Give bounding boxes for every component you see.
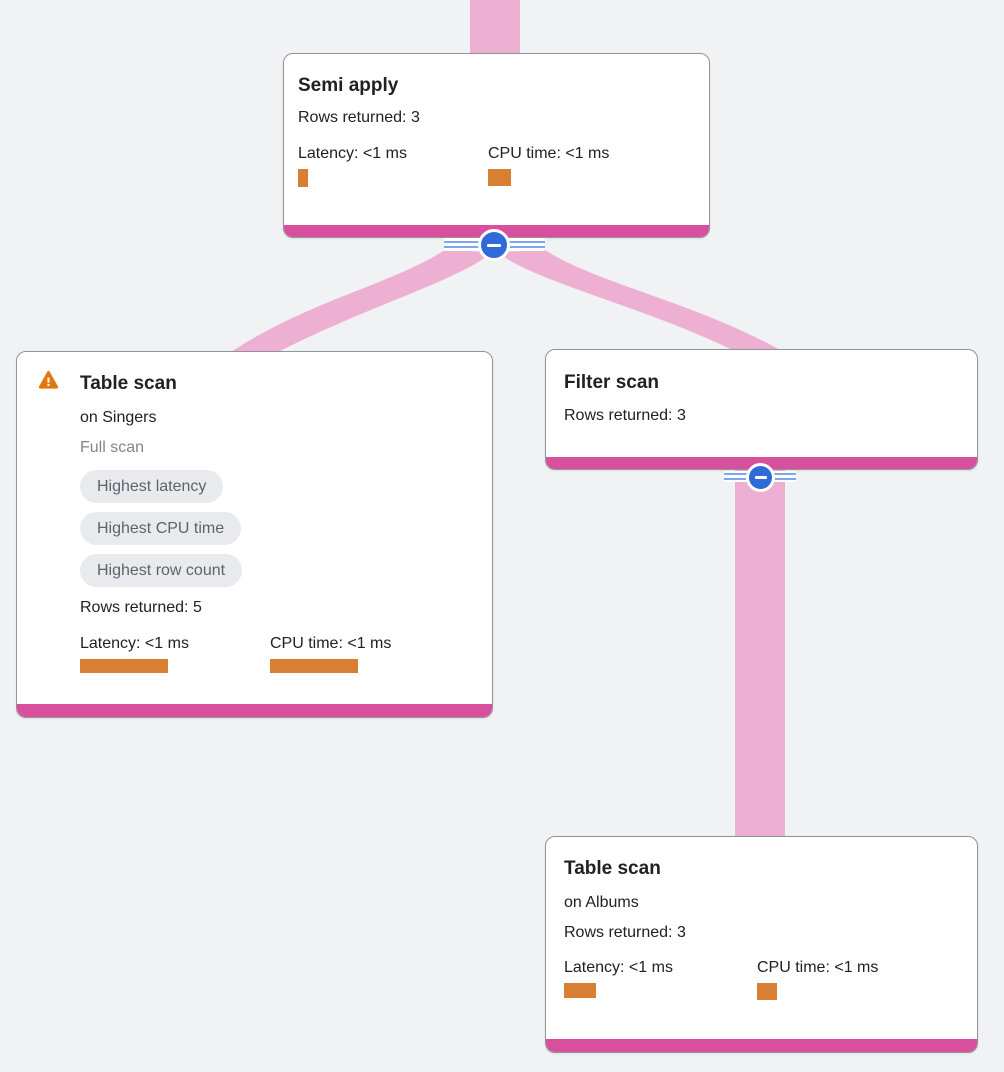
minus-icon <box>487 243 501 247</box>
scan-type: Full scan <box>80 439 145 456</box>
latency-bar <box>564 983 596 998</box>
edge-semi-apply-to-table-scan-singers <box>231 250 493 352</box>
node-bottom-bar <box>17 704 492 717</box>
latency-bar <box>298 169 308 187</box>
badge-highest-cpu-time: Highest CPU time <box>80 512 242 545</box>
node-table-scan-albums[interactable]: Table scan on Albums Rows returned: 3 La… <box>545 836 978 1053</box>
cpu-time-label: CPU time: <1 ms <box>757 959 879 976</box>
cpu-time-label: CPU time: <1 ms <box>270 635 392 652</box>
cpu-time-label: CPU time: <1 ms <box>488 145 610 162</box>
rows-returned: Rows returned: 3 <box>564 407 686 424</box>
node-semi-apply[interactable]: Semi apply Rows returned: 3 Latency: <1 … <box>283 53 710 238</box>
edge-semi-apply-to-filter-scan <box>497 250 784 352</box>
node-title: Table scan <box>564 858 661 879</box>
node-title: Table scan <box>80 373 177 394</box>
latency-label: Latency: <1 ms <box>564 959 673 976</box>
cpu-time-bar <box>488 169 511 186</box>
node-title: Semi apply <box>298 75 399 96</box>
latency-bar <box>80 659 168 673</box>
rows-returned: Rows returned: 5 <box>80 599 202 616</box>
badge-highest-row-count: Highest row count <box>80 554 243 587</box>
node-filter-scan[interactable]: Filter scan Rows returned: 3 <box>545 349 978 470</box>
node-bottom-bar <box>546 1039 977 1052</box>
cpu-time-bar <box>757 983 777 1000</box>
collapse-button[interactable] <box>746 463 775 492</box>
rows-returned: Rows returned: 3 <box>564 924 686 941</box>
minus-icon <box>754 476 767 479</box>
node-table-scan-singers[interactable]: Table scan on Singers Full scan Highest … <box>16 351 493 718</box>
latency-label: Latency: <1 ms <box>80 635 189 652</box>
node-subtitle: on Singers <box>80 409 157 426</box>
cpu-time-bar <box>270 659 358 673</box>
edge-into-semi-apply <box>470 0 520 58</box>
edge-filter-scan-to-table-scan-albums <box>735 460 785 840</box>
warning-icon <box>37 369 60 390</box>
badge-highest-latency: Highest latency <box>80 470 224 503</box>
node-title: Filter scan <box>564 372 660 393</box>
latency-label: Latency: <1 ms <box>298 145 407 162</box>
rows-returned: Rows returned: 3 <box>298 109 420 126</box>
node-subtitle: on Albums <box>564 894 639 911</box>
collapse-button[interactable] <box>478 229 510 261</box>
